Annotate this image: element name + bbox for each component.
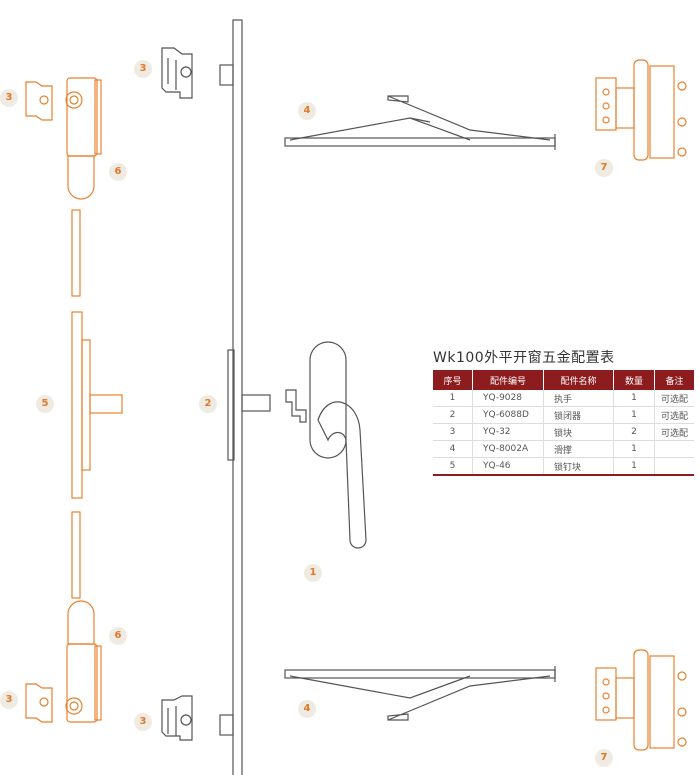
window-frame: [219, 19, 271, 775]
callout-label: 7: [595, 749, 613, 767]
callout-label: 5: [36, 395, 54, 413]
table-cell: [654, 457, 694, 476]
table-cell: 1: [613, 390, 655, 407]
hinge-icon: [595, 59, 687, 161]
table-cell: [654, 440, 694, 458]
lock-block-icon: [161, 47, 193, 99]
table-cell: 1: [613, 457, 655, 476]
table-cell: 4: [433, 440, 473, 458]
table-cell: 2: [433, 406, 473, 424]
column-header: 序号: [433, 370, 473, 390]
table-cell: 3: [433, 423, 473, 441]
table-cell: 执手: [543, 390, 614, 407]
callout-label: 3: [134, 60, 152, 78]
window-handle-icon: [285, 341, 367, 549]
callout-label: 4: [298, 700, 316, 718]
column-header: 备注: [654, 370, 694, 390]
table-cell: 锁钉块: [543, 457, 614, 476]
table-cell: YQ-6088D: [472, 406, 544, 424]
table-cell: 5: [433, 457, 473, 476]
table-cell: YQ-9028: [472, 390, 544, 407]
friction-stay-icon: [284, 666, 556, 721]
table-cell: YQ-46: [472, 457, 544, 476]
callout-label: 3: [134, 713, 152, 731]
table-cell: 可选配: [654, 390, 694, 407]
callout-label: 6: [109, 627, 127, 645]
table-cell: 锁闭器: [543, 406, 614, 424]
table-title: Wk100外平开窗五金配置表: [433, 350, 615, 366]
table-cell: YQ-8002A: [472, 440, 544, 458]
callout-label: 7: [595, 159, 613, 177]
table-cell: 滑撑: [543, 440, 614, 458]
table-cell: 锁块: [543, 423, 614, 441]
callout-label: 3: [0, 691, 18, 709]
column-header: 配件编号: [472, 370, 544, 390]
callout-label: 2: [199, 395, 217, 413]
orange-parts: [25, 59, 687, 751]
table-cell: 1: [613, 440, 655, 458]
table-cell: 1: [433, 390, 473, 407]
table-cell: 可选配: [654, 423, 694, 441]
callout-label: 4: [298, 102, 316, 120]
lock-block-icon: [161, 695, 193, 741]
hinge-icon: [595, 649, 687, 751]
table-cell: 2: [613, 423, 655, 441]
friction-stay-icon: [284, 95, 556, 150]
table-header: 序号 配件编号 配件名称 数量 备注: [433, 370, 694, 390]
callout-label: 1: [304, 564, 322, 582]
column-header: 数量: [613, 370, 655, 390]
table-cell: 可选配: [654, 406, 694, 424]
callout-label: 3: [0, 89, 18, 107]
table-cell: 1: [613, 406, 655, 424]
column-header: 配件名称: [543, 370, 614, 390]
callout-label: 6: [109, 163, 127, 181]
table-cell: YQ-32: [472, 423, 544, 441]
